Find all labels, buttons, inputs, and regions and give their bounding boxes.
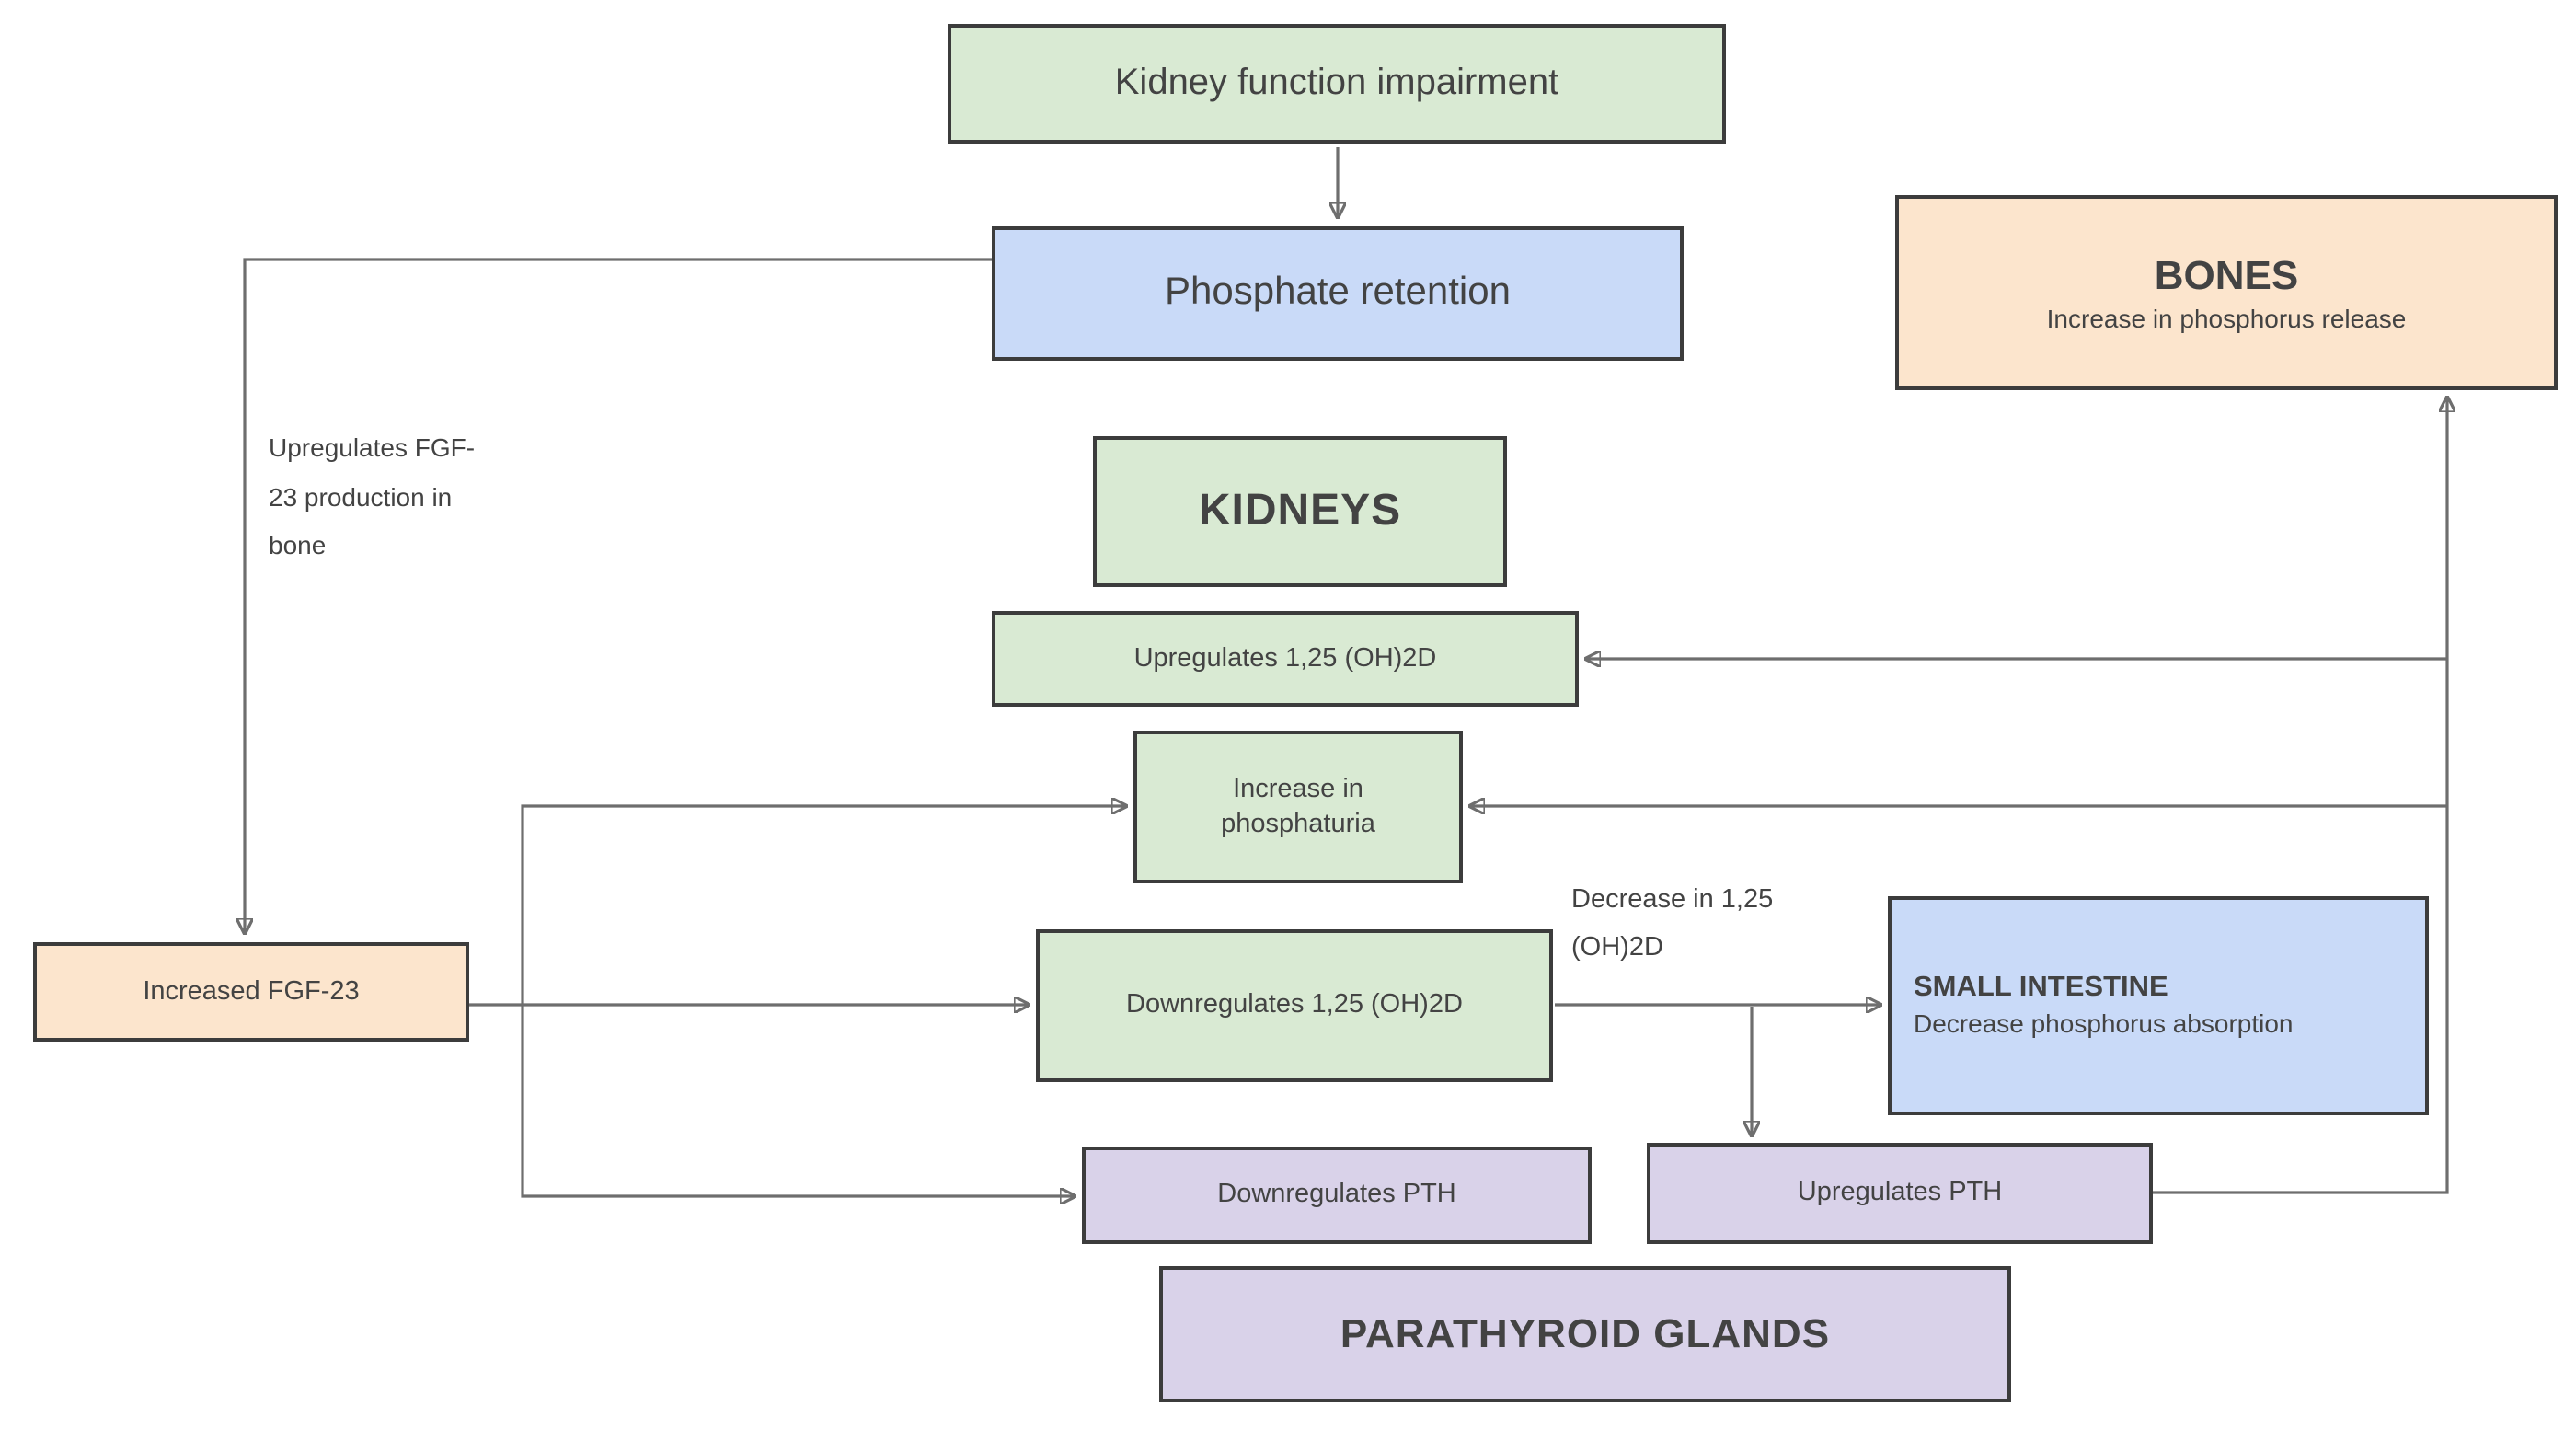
node-subtitle: Decrease phosphorus absorption (1914, 1008, 2294, 1039)
node-downregulates-pth: Downregulates PTH (1082, 1147, 1592, 1244)
node-upregulates-pth: Upregulates PTH (1647, 1143, 2153, 1244)
node-label: Increase in phosphaturia (1221, 775, 1375, 838)
node-downregulates-125-ohd: Downregulates 1,25 (OH)2D (1036, 929, 1553, 1082)
node-label: Kidney function impairment (1114, 63, 1559, 103)
node-label: Downregulates 1,25 (OH)2D (1126, 990, 1463, 1020)
node-label: PARATHYROID GLANDS (1340, 1310, 1831, 1357)
node-phosphate-retention: Phosphate retention (992, 226, 1684, 361)
node-upregulates-125-ohd: Upregulates 1,25 (OH)2D (992, 611, 1579, 707)
node-bones: BONES Increase in phosphorus release (1895, 195, 2558, 390)
node-title: BONES (2154, 251, 2299, 297)
node-label: Downregulates PTH (1217, 1180, 1456, 1210)
node-small-intestine: SMALL INTESTINE Decrease phosphorus abso… (1888, 896, 2429, 1115)
node-subtitle: Increase in phosphorus release (2046, 304, 2407, 333)
node-label: KIDNEYS (1198, 486, 1402, 536)
node-label: Upregulates 1,25 (OH)2D (1133, 643, 1437, 674)
node-kidneys: KIDNEYS (1093, 436, 1507, 587)
node-title: SMALL INTESTINE (1914, 971, 2168, 1003)
arrow-fgf23-to-downregpth (521, 1005, 1075, 1196)
node-increase-in-phosphaturia: Increase in phosphaturia (1133, 731, 1463, 883)
edge-label-decrease-in-125-ohd: Decrease in 1,25 (OH)2D (1571, 885, 1774, 963)
node-label: Increased FGF-23 (143, 976, 360, 1007)
node-kidney-function-impairment: Kidney function impairment (948, 24, 1726, 144)
node-label: Upregulates PTH (1797, 1178, 2003, 1208)
edge-label-upregulates-fgf23-production: Upregulates FGF-23 production in bone (269, 432, 476, 560)
node-label: Phosphate retention (1165, 271, 1511, 314)
arrow-phosphate-to-fgf23 (245, 258, 992, 933)
node-increased-fgf-23: Increased FGF-23 (33, 942, 469, 1042)
node-parathyroid-glands: PARATHYROID GLANDS (1159, 1266, 2011, 1402)
